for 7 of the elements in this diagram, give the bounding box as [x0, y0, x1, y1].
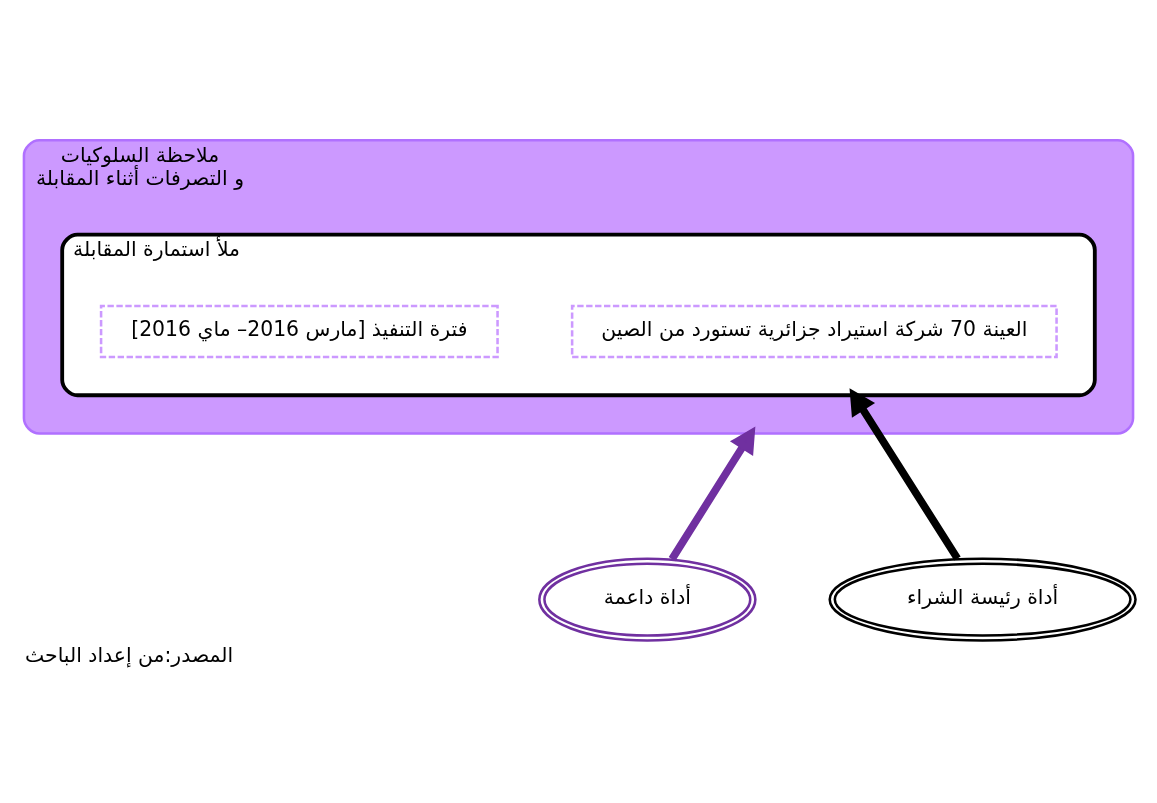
caption: المصدر:من إعداد الباحث: [25, 642, 234, 667]
node-box: العينة 70 شركة استيراد جزائرية تستورد من الصين: [570, 304, 1058, 358]
node-ellipse: أداة داعمة: [538, 556, 757, 642]
node-ellipse: أداة رئيسة الشراء: [828, 556, 1137, 642]
arrow: [849, 387, 961, 561]
arrow: [668, 426, 756, 561]
node-box: فترة التنفيذ [مارس 2016– ماي 2016]: [99, 304, 499, 358]
